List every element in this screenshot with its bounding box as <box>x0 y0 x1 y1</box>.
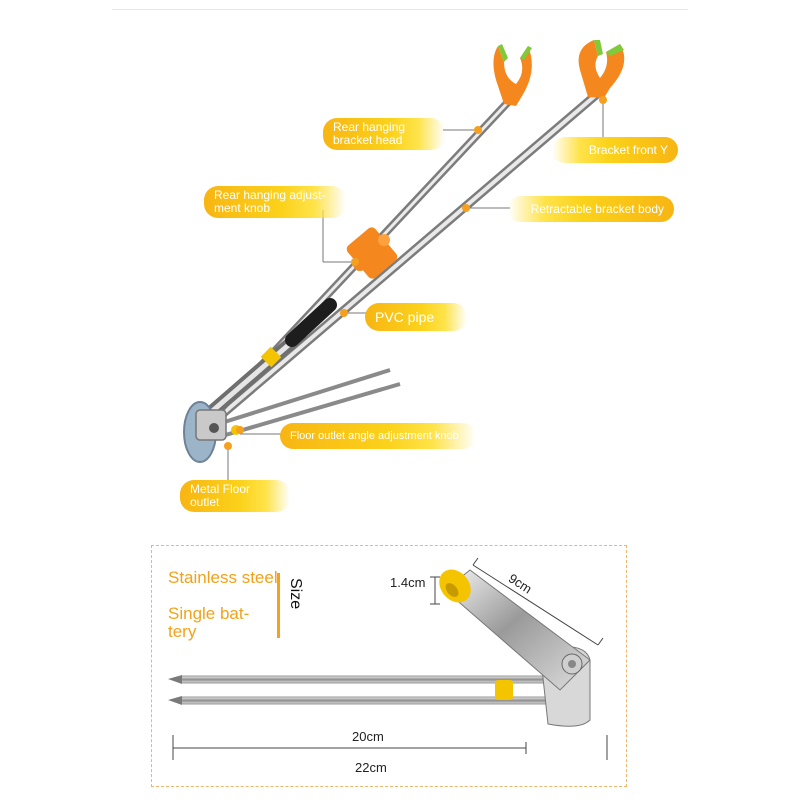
callout-rear-adjustment-knob: Rear hanging adjust-ment knob <box>204 186 346 218</box>
size-figure <box>168 557 604 754</box>
rear-y-head <box>493 44 532 106</box>
dim-total-label: 22cm <box>355 760 387 775</box>
rear-adjustment-knob <box>346 227 398 279</box>
callout-retractable-body: Retractable bracket body <box>508 196 674 222</box>
material-line-2: Single bat-tery <box>168 604 250 641</box>
accent-bar <box>277 573 280 638</box>
callout-bracket-front-y: Bracket front Y <box>552 137 678 163</box>
front-pole <box>201 90 601 433</box>
callout-floor-knob: Floor outlet angle adjustment knob <box>280 423 476 449</box>
callout-metal-floor-outlet: Metal Floor outlet <box>180 480 290 512</box>
size-panel <box>151 545 627 787</box>
pvc-grip <box>285 298 337 347</box>
dim-inner-label: 20cm <box>352 729 384 744</box>
callout-rear-bracket-head: Rear hanging bracket head <box>323 118 445 150</box>
dim-height-label: 1.4cm <box>390 575 426 590</box>
size-label: Size <box>287 578 304 610</box>
top-divider <box>112 9 688 10</box>
material-line-1: Stainless steel <box>168 568 278 587</box>
callout-pvc-pipe: PVC pipe <box>365 303 467 331</box>
floor-plate <box>183 401 241 463</box>
front-y-head <box>578 40 625 98</box>
